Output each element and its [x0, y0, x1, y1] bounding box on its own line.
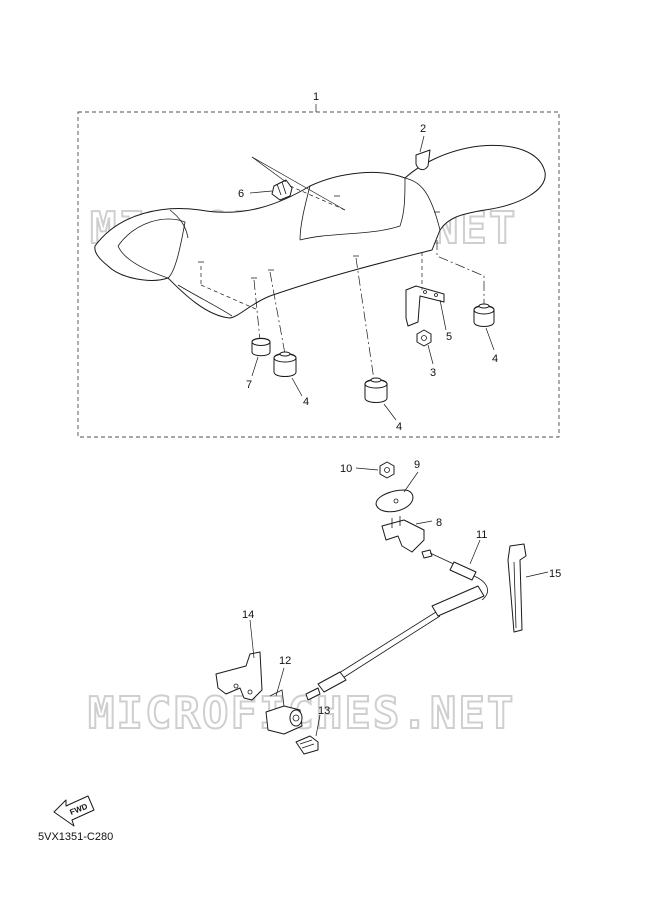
callout-1: 1	[313, 91, 319, 103]
part-4-damper-right	[473, 303, 495, 351]
callout-11: 11	[476, 529, 487, 541]
callout-4a: 4	[492, 353, 498, 365]
callout-12: 12	[279, 655, 291, 667]
part-15-tie	[507, 543, 549, 633]
drawing-code: 5VX1351-C280	[38, 831, 114, 843]
part-14-bracket	[215, 619, 263, 701]
seat-holes	[198, 195, 440, 279]
part-6-clip	[249, 156, 346, 211]
callout-2: 2	[420, 123, 426, 135]
watermark-bottom: MICROFICHES.NET	[88, 688, 515, 739]
part-8-catch	[381, 516, 433, 553]
callout-10: 10	[340, 463, 352, 475]
part-13-screw	[295, 714, 321, 755]
callout-4b: 4	[303, 396, 309, 408]
callout-8: 8	[436, 517, 442, 529]
part-5-bracket	[405, 252, 447, 331]
part-10-nut	[355, 461, 395, 479]
seat-drawing	[94, 144, 546, 319]
callout-5: 5	[446, 331, 452, 343]
callout-7: 7	[246, 379, 252, 391]
callout-15: 15	[549, 568, 561, 580]
callout-3: 3	[430, 367, 436, 379]
fwd-arrow-icon: FWD	[53, 795, 95, 827]
part-4-damper-center	[364, 377, 397, 421]
part-12-lock	[265, 667, 303, 735]
callout-4c: 4	[396, 421, 402, 433]
part-3-nut	[416, 329, 434, 365]
callout-9: 9	[414, 459, 420, 471]
part-9-plate	[375, 471, 419, 513]
part-4-damper-left	[273, 351, 303, 397]
callout-14: 14	[242, 609, 254, 621]
callout-6: 6	[238, 188, 244, 200]
seat-assembly-frame	[77, 111, 560, 438]
callout-13: 13	[318, 705, 330, 717]
part-7-damper	[251, 337, 271, 377]
part-11-cable	[305, 539, 488, 701]
